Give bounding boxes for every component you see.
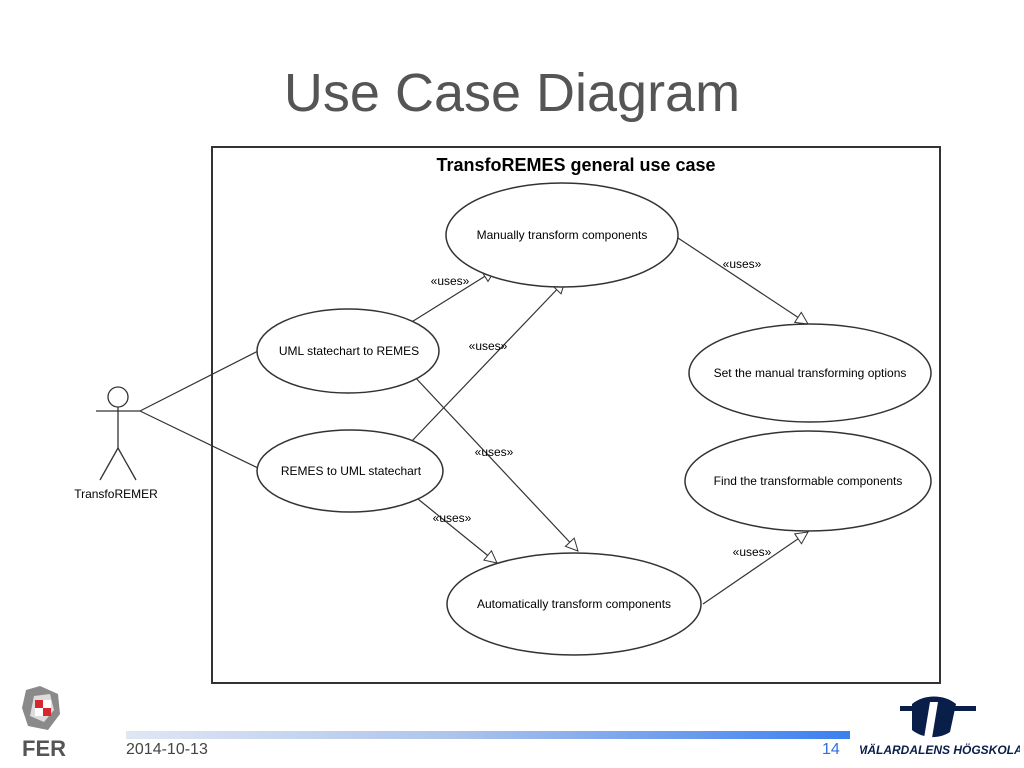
fer-logo: FER	[22, 686, 66, 760]
fer-logo-text: FER	[22, 736, 66, 760]
fer-emblem-icon	[22, 686, 60, 730]
use-case-set-options-label: Set the manual transforming options	[714, 366, 907, 380]
mdh-logo: MÄLARDALENS HÖGSKOLA	[860, 696, 1020, 757]
uses-label-uml-manual: «uses»	[431, 274, 470, 288]
uses-label-uml-auto: «uses»	[475, 445, 514, 459]
uses-auto-find-line	[702, 532, 808, 605]
use-case-auto	[446, 552, 702, 656]
use-case-manual-label: Manually transform components	[477, 228, 648, 242]
uses-label-auto-find: «uses»	[733, 545, 772, 559]
uses-remes-manual-line	[409, 281, 565, 444]
uses-uml-manual-line	[409, 270, 495, 324]
use-case-find	[684, 430, 932, 532]
use-case-uml-to-remes-label: UML statechart to REMES	[279, 344, 419, 358]
uses-label-remes-auto: «uses»	[433, 511, 472, 525]
use-case-remes-to-uml-label: REMES to UML statechart	[281, 464, 422, 478]
uses-remes-auto-line	[417, 498, 497, 563]
slide-title: Use Case Diagram	[283, 63, 741, 123]
association-remes-to-uml	[139, 410, 261, 470]
actor-label: TransfoREMER	[74, 487, 158, 501]
footer-page-number: 14	[822, 741, 840, 758]
use-case-manual	[445, 182, 679, 288]
uses-uml-auto-line	[412, 374, 578, 551]
use-case-find-label: Find the transformable components	[714, 474, 903, 488]
uses-label-remes-manual: «uses»	[469, 339, 508, 353]
actor-transforemer	[96, 386, 140, 481]
use-case-uml-to-remes	[256, 308, 440, 394]
footer-date: 2014-10-13	[126, 741, 208, 758]
uses-manual-options-line	[677, 237, 808, 324]
use-case-auto-label: Automatically transform components	[477, 597, 671, 611]
actor-head	[107, 386, 129, 408]
use-case-set-options	[688, 323, 932, 423]
footer-bar	[126, 731, 850, 739]
use-case-remes-to-uml	[256, 429, 444, 513]
uses-label-manual-options: «uses»	[723, 257, 762, 271]
mdh-logo-text: MÄLARDALENS HÖGSKOLA	[860, 742, 1020, 757]
mdh-emblem-icon	[900, 696, 976, 738]
system-title: TransfoREMES general use case	[436, 155, 715, 175]
association-uml-to-remes	[139, 350, 259, 412]
